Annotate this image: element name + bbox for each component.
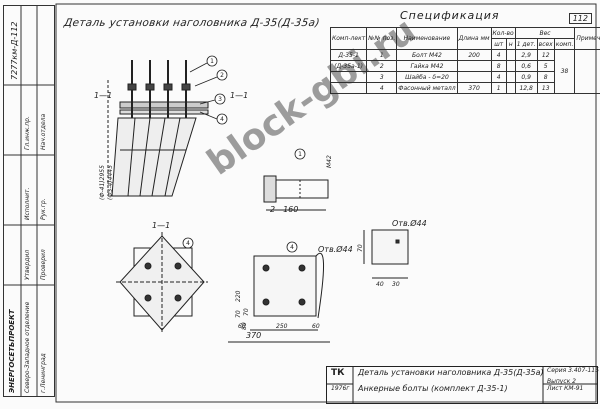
plan-dim-b60b: 60: [312, 323, 320, 330]
series-text: Серия 3.407-115: [547, 367, 599, 374]
small-plate-dims: 40 30 70: [357, 244, 400, 288]
spec-cell-qty: 1: [490, 82, 507, 94]
plan-dim-b60a: 60: [238, 323, 246, 330]
callout-circles: [182, 55, 306, 253]
spec-cell-kit: [329, 82, 368, 94]
plan-dim-220: 220: [235, 290, 242, 302]
bolt-view: [263, 175, 329, 211]
plate-dim-30: 30: [392, 281, 400, 288]
sheet-text: Лист КМ-91: [547, 385, 584, 392]
section-label-right: 1—1: [230, 91, 248, 100]
title-block-code: ТК: [331, 368, 345, 378]
title-block-year: 1976г: [331, 385, 350, 392]
left-strip-frame: [3, 5, 55, 397]
plan-dim-70a: 70: [243, 308, 250, 316]
callout-bolt: 1: [298, 151, 302, 158]
small-plate-view: [363, 229, 409, 279]
callout-3: 3: [218, 96, 222, 103]
dim-left-2: (Ф3-4)4445: [107, 165, 114, 200]
title-block-line1: Деталь установки наголовника Д-35(Д-35а): [358, 368, 544, 377]
plan-dim-370: 370: [246, 331, 261, 340]
section-label-plan: 1—1: [152, 221, 170, 230]
title-block-line2: Анкерные болты (комплект Д-35-1): [358, 384, 508, 393]
callout-numbers: 1 2 3 4 1 4 4: [186, 58, 302, 251]
plate-dim-40: 40: [376, 281, 384, 288]
spec-table: Комп-лект №№ поз. Наименование Длина мм …: [329, 27, 600, 94]
spec-row: (Д-35а-1) 2 Гайка М42 8 0,6 5: [329, 60, 600, 72]
spec-title: Спецификация: [400, 9, 500, 22]
title-block-series: Серия 3.407-115 Выпуск 2 Лист КМ-91: [547, 367, 599, 392]
section-label-left: 1—1: [94, 91, 112, 100]
plan-dim-80: 80: [241, 322, 248, 330]
elevation-view: [107, 60, 209, 197]
dim-left-1: (Ф-41)2955: [99, 165, 106, 200]
plate-hole-label: Отв.Ø44: [392, 218, 427, 228]
callout-plan: 4: [186, 240, 190, 247]
plan-view: [116, 232, 208, 334]
callout-4: 4: [220, 116, 224, 123]
left-stamp-strip: 7277км-Д-112 ЭНЕРГОСЕТЬПРОЕКТ Северо-Зап…: [3, 5, 55, 397]
callout-2: 2: [220, 72, 224, 79]
spec-header-row: Комп-лект №№ поз. Наименование Длина мм …: [329, 27, 600, 50]
callout-plate: 4: [290, 244, 294, 251]
sheet-number: 112: [568, 13, 592, 24]
hole-label: Отв.Ø44: [318, 244, 353, 254]
spec-cell-name: Фасонный металл: [396, 82, 458, 94]
spec-row: Д-35-1 1 Болт М42 200 4 2,9 12 38: [329, 49, 600, 94]
callout-1: 1: [210, 58, 214, 65]
spec-row: 4 Фасонный металл 370 1 12,8 13: [329, 82, 600, 94]
title-block: [326, 366, 598, 404]
title-block-grid: [327, 367, 597, 403]
plate-dim-70: 70: [357, 244, 364, 252]
bolt-thread: М42: [326, 155, 333, 168]
left-dim-texts: (Ф-41)2955 (Ф3-4)4445 М42: [99, 155, 333, 200]
plan-dims: 220 70 70 80 60 250 60: [235, 290, 320, 330]
plan-dim-70b: 70: [235, 310, 242, 318]
issue-text: Выпуск 2: [547, 378, 576, 385]
plan-dim-b250: 250: [276, 323, 288, 330]
plate-view: [228, 252, 330, 343]
spec-cell-w2: 13: [536, 82, 555, 94]
